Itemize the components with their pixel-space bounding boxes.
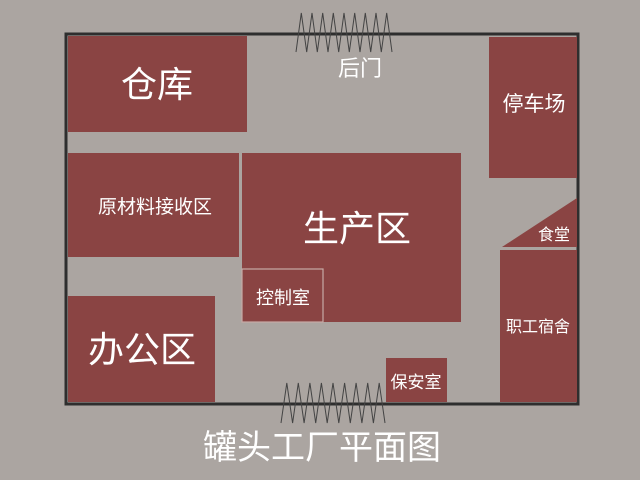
area-control-room <box>241 268 324 323</box>
label-parking: 停车场 <box>503 92 566 116</box>
label-back-gate: 后门 <box>338 57 382 82</box>
label-security: 保安室 <box>391 373 442 393</box>
label-warehouse: 仓库 <box>121 65 193 106</box>
label-dormitory: 职工宿舍 <box>506 317 570 336</box>
front-gate-icon <box>280 382 386 424</box>
label-production: 生产区 <box>303 209 411 250</box>
area-security <box>386 358 447 402</box>
area-canteen <box>502 198 577 247</box>
area-office <box>68 296 215 402</box>
label-office: 办公区 <box>88 330 196 371</box>
label-canteen: 食堂 <box>538 225 570 244</box>
factory-boundary-wall <box>64 32 580 406</box>
label-control-room: 控制室 <box>256 288 310 309</box>
area-dormitory <box>500 250 577 402</box>
area-parking <box>489 37 577 178</box>
diagram-title: 罐头工厂平面图 <box>203 428 441 468</box>
label-raw-material: 原材料接收区 <box>98 196 212 218</box>
back-gate-icon <box>295 12 393 53</box>
area-raw-material <box>68 153 239 257</box>
area-warehouse <box>68 36 247 132</box>
